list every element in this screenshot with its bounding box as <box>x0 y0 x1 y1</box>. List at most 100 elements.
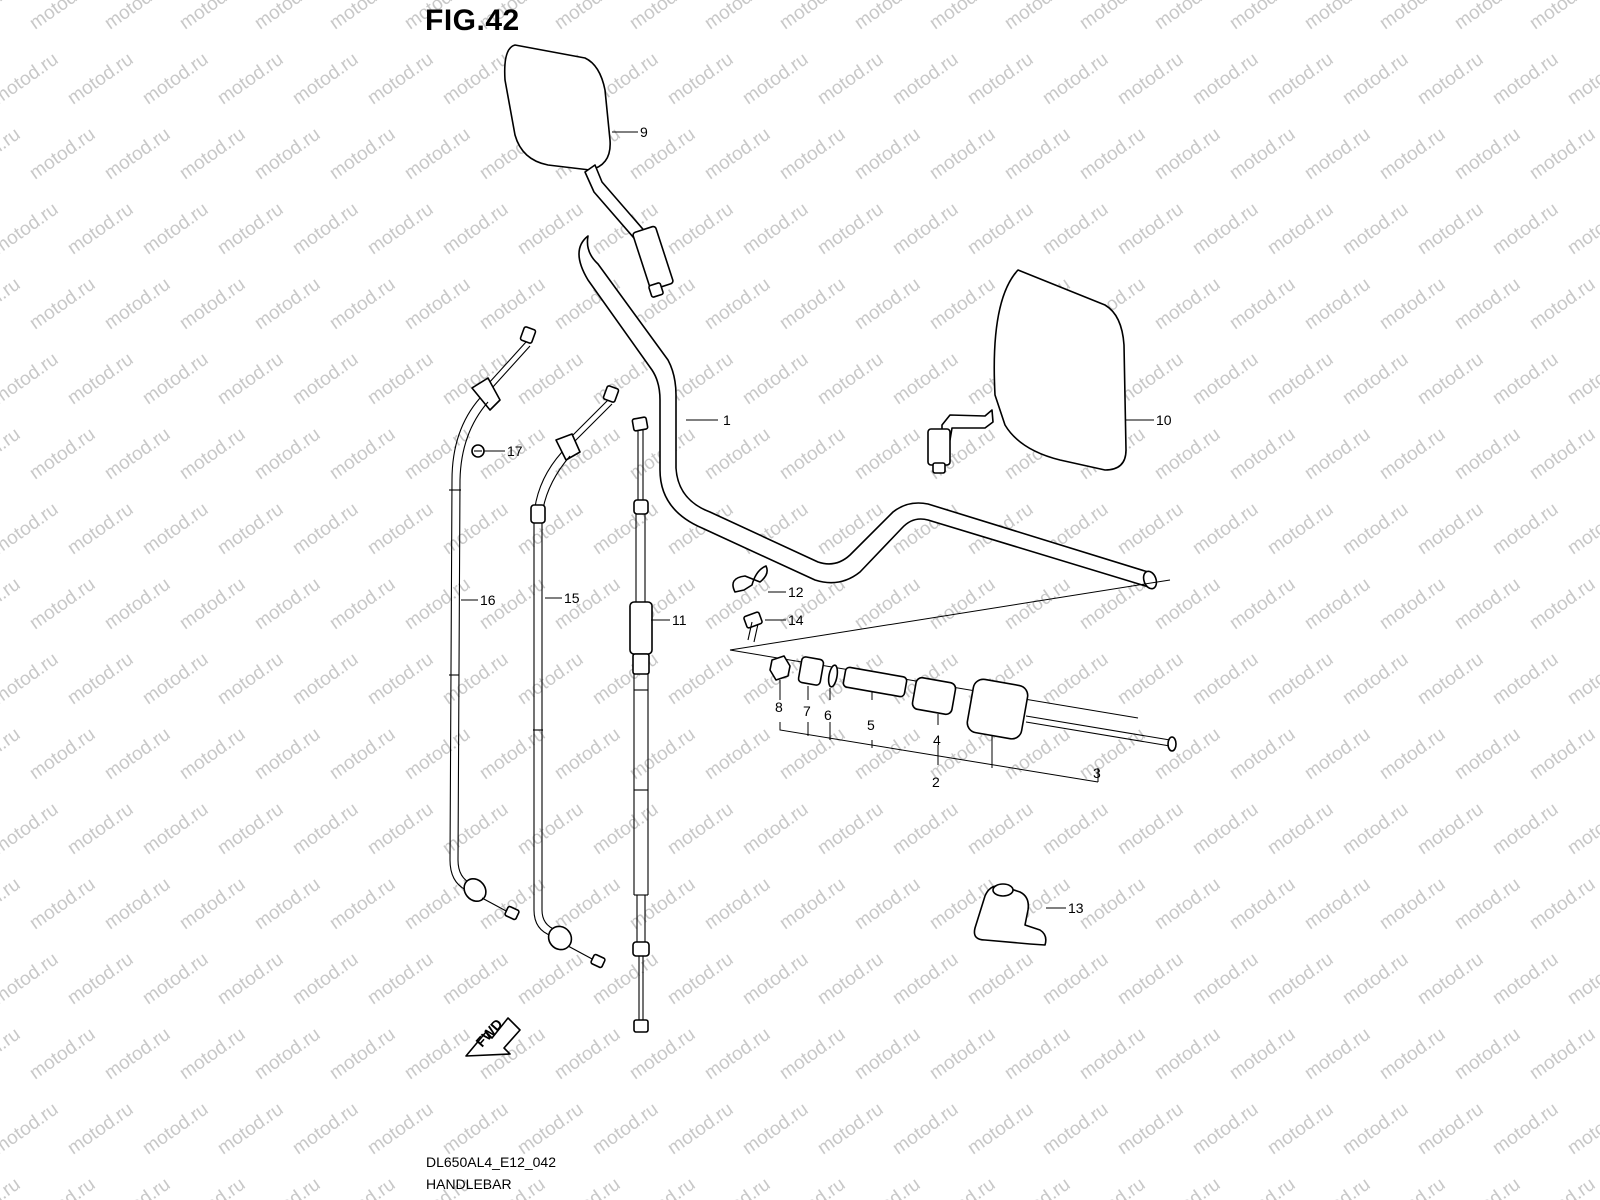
watermark-text: motod.ru <box>926 0 999 34</box>
watermark-text: motod.ru <box>514 949 587 1009</box>
watermark-text: motod.ru <box>514 1099 587 1159</box>
watermark-text: motod.ru <box>889 199 962 259</box>
watermark-text: motod.ru <box>1339 649 1412 709</box>
watermark-text: motod.ru <box>176 1024 249 1084</box>
watermark-text: motod.ru <box>1076 1024 1149 1084</box>
watermark-text: motod.ru <box>326 274 399 334</box>
watermark-text: motod.ru <box>1339 949 1412 1009</box>
watermark-text: motod.ru <box>64 1099 137 1159</box>
watermark-text: motod.ru <box>851 724 924 784</box>
watermark-text: motod.ru <box>176 124 249 184</box>
watermark-text: motod.ru <box>1151 424 1224 484</box>
callout-13: 13 <box>1068 900 1084 916</box>
watermark-text: motod.ru <box>26 0 99 34</box>
watermark-text: motod.ru <box>214 799 287 859</box>
throttle-cable-15 <box>530 385 620 969</box>
watermark-text: motod.ru <box>1526 424 1599 484</box>
watermark-text: motod.ru <box>439 499 512 559</box>
watermark-text: motod.ru <box>889 949 962 1009</box>
watermark-text: motod.ru <box>551 874 624 934</box>
watermark-text: motod.ru <box>1376 0 1449 34</box>
watermark-text: motod.ru <box>1451 1174 1524 1200</box>
watermark-text: motod.ru <box>364 499 437 559</box>
watermark-text: motod.ru <box>251 424 324 484</box>
watermark-text: motod.ru <box>26 424 99 484</box>
watermark-text: motod.ru <box>0 1174 24 1200</box>
watermark-text: motod.ru <box>439 199 512 259</box>
watermark-text: motod.ru <box>401 724 474 784</box>
watermark-text: motod.ru <box>401 574 474 634</box>
watermark-text: motod.ru <box>214 49 287 109</box>
watermark-text: motod.ru <box>139 499 212 559</box>
watermark-text: motod.ru <box>739 1099 812 1159</box>
watermark-text: motod.ru <box>0 874 24 934</box>
watermark-text: motod.ru <box>476 724 549 784</box>
watermark-text: motod.ru <box>1376 574 1449 634</box>
watermark-text: motod.ru <box>101 724 174 784</box>
watermark-text: motod.ru <box>1189 499 1262 559</box>
watermark-text: motod.ru <box>64 499 137 559</box>
watermark-text: motod.ru <box>364 799 437 859</box>
bar-end-set <box>729 579 1177 752</box>
watermark-text: motod.ru <box>626 1024 699 1084</box>
watermark-text: motod.ru <box>964 1099 1037 1159</box>
watermark-text: motod.ru <box>1226 424 1299 484</box>
watermark-text: motod.ru <box>814 49 887 109</box>
watermark-text: motod.ru <box>1226 1174 1299 1200</box>
watermark-text: motod.ru <box>514 199 587 259</box>
watermark-text: motod.ru <box>1114 799 1187 859</box>
watermark-text: motod.ru <box>1076 1174 1149 1200</box>
watermark-text: motod.ru <box>1226 874 1299 934</box>
figure-code: DL650AL4_E12_042 <box>426 1154 557 1170</box>
watermark-text: motod.ru <box>889 1099 962 1159</box>
watermark-text: motod.ru <box>1151 1174 1224 1200</box>
watermark-text: motod.ru <box>364 349 437 409</box>
watermark-text: motod.ru <box>1376 874 1449 934</box>
handlebar-holder-13 <box>973 883 1047 946</box>
watermark-text: motod.ru <box>1189 949 1262 1009</box>
watermark-text: motod.ru <box>1376 124 1449 184</box>
watermark-text: motod.ru <box>1526 1024 1599 1084</box>
watermark-text: motod.ru <box>101 1024 174 1084</box>
watermark-text: motod.ru <box>1451 874 1524 934</box>
watermark-text: motod.ru <box>139 949 212 1009</box>
watermark-text: motod.ru <box>326 124 399 184</box>
watermark-text: motod.ru <box>889 49 962 109</box>
watermark-text: motod.ru <box>251 274 324 334</box>
watermark-text: motod.ru <box>1564 649 1600 709</box>
watermark-text: motod.ru <box>626 724 699 784</box>
watermark-text: motod.ru <box>1189 799 1262 859</box>
watermark-text: motod.ru <box>289 949 362 1009</box>
watermark-text: motod.ru <box>401 874 474 934</box>
watermark-text: motod.ru <box>101 0 174 34</box>
watermark-text: motod.ru <box>1039 649 1112 709</box>
watermark-text: motod.ru <box>64 349 137 409</box>
watermark-text: motod.ru <box>1189 199 1262 259</box>
watermark-text: motod.ru <box>289 199 362 259</box>
watermark-text: motod.ru <box>0 1024 24 1084</box>
watermark-text: motod.ru <box>26 724 99 784</box>
watermark-text: motod.ru <box>26 1024 99 1084</box>
watermark-text: motod.ru <box>1301 424 1374 484</box>
watermark-text: motod.ru <box>1451 124 1524 184</box>
watermark-text: motod.ru <box>1114 649 1187 709</box>
watermark-text: motod.ru <box>326 1024 399 1084</box>
watermark-text: motod.ru <box>514 349 587 409</box>
watermark-text: motod.ru <box>589 499 662 559</box>
watermark-text: motod.ru <box>1264 949 1337 1009</box>
watermark-text: motod.ru <box>1339 349 1412 409</box>
watermark-text: motod.ru <box>1226 574 1299 634</box>
watermark-text: motod.ru <box>851 274 924 334</box>
watermark-text: motod.ru <box>1489 199 1562 259</box>
watermark-text: motod.ru <box>0 199 62 259</box>
watermark-text: motod.ru <box>1489 1099 1562 1159</box>
watermark-text: motod.ru <box>926 1174 999 1200</box>
watermark-text: motod.ru <box>101 1174 174 1200</box>
watermark-text: motod.ru <box>326 574 399 634</box>
callouts: 1 2 3 4 5 6 7 8 9 10 11 12 13 14 15 16 1… <box>480 124 1172 916</box>
watermark-text: motod.ru <box>64 199 137 259</box>
callout-9: 9 <box>640 124 648 140</box>
watermark-text: motod.ru <box>251 124 324 184</box>
